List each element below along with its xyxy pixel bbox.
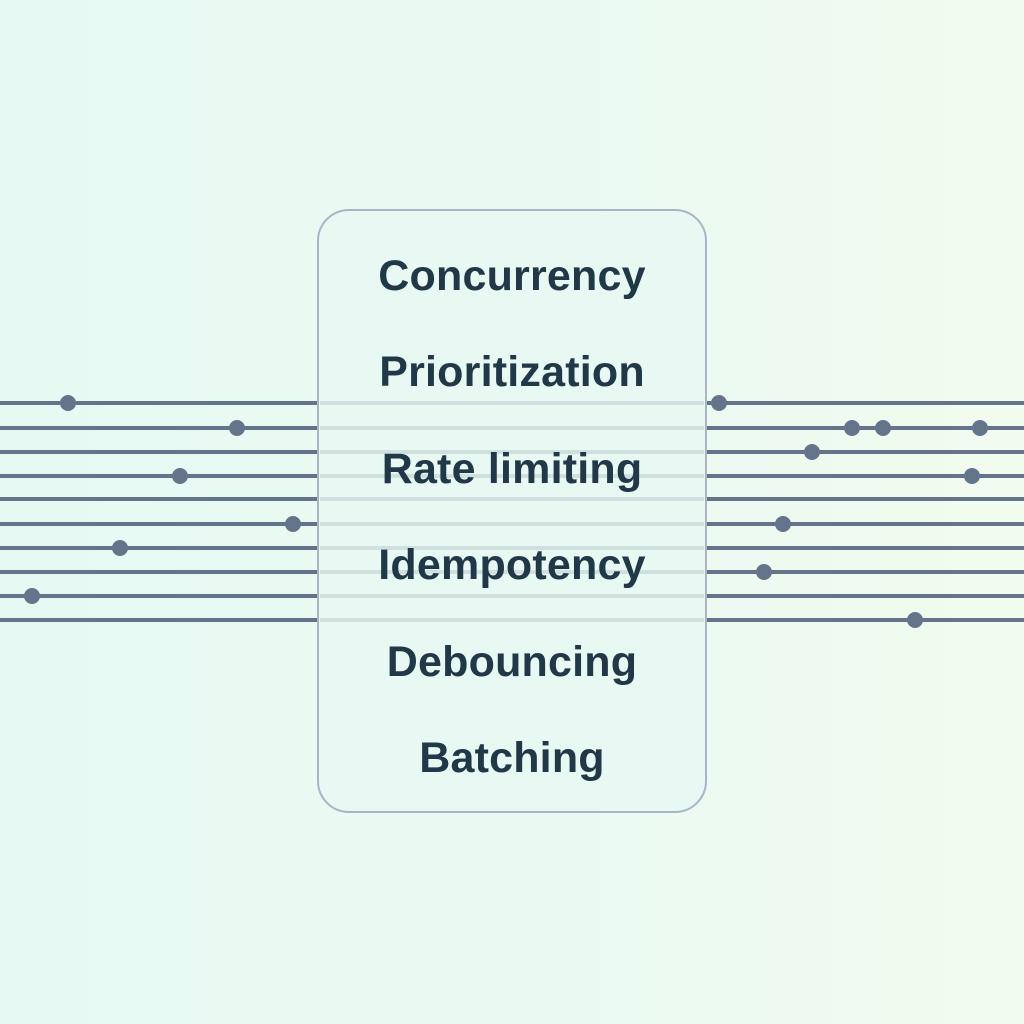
concept-label-rate-limiting: Rate limiting — [381, 444, 643, 493]
wire-dot — [756, 564, 772, 580]
concepts-card — [317, 209, 707, 813]
wire-dot — [60, 395, 76, 411]
wire-dot — [172, 468, 188, 484]
concept-label-idempotency: Idempotency — [378, 541, 646, 590]
wire-dot — [972, 420, 988, 436]
wire-dot — [775, 516, 791, 532]
wire-dot — [24, 588, 40, 604]
concept-label-debouncing: Debouncing — [386, 637, 638, 686]
concept-label-batching: Batching — [419, 733, 605, 782]
concepts-list: Concurrency Prioritization Rate limiting… — [317, 209, 707, 813]
concept-label-prioritization: Prioritization — [379, 348, 645, 397]
wire-dot — [229, 420, 245, 436]
wire-dot — [844, 420, 860, 436]
wire-dot — [804, 444, 820, 460]
wire-dot — [875, 420, 891, 436]
concept-label-concurrency: Concurrency — [378, 252, 646, 300]
wire-dot — [112, 540, 128, 556]
wire-dot — [285, 516, 301, 532]
wire-dot — [907, 612, 923, 628]
wire-dot — [964, 468, 980, 484]
wire-dot — [711, 395, 727, 411]
